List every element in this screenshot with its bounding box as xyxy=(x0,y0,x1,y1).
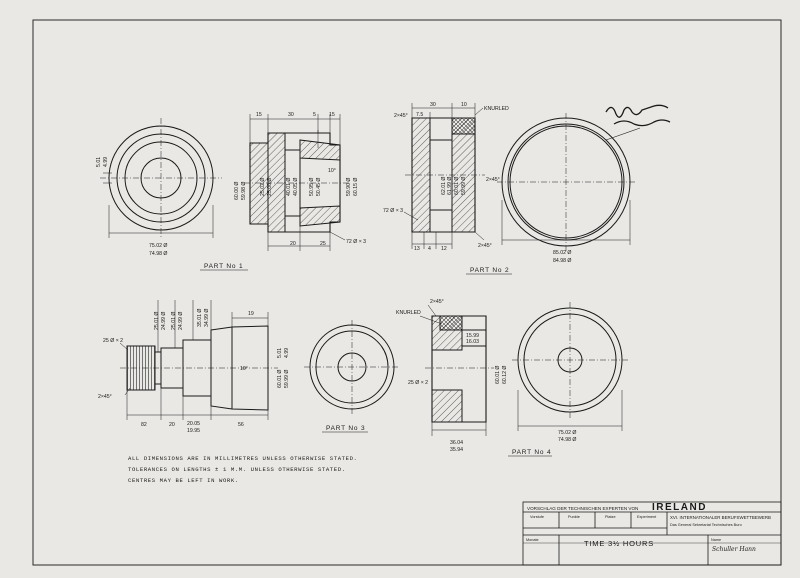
p2-chamfer-a: 2×45° xyxy=(394,113,408,119)
p3-len-82: 82 xyxy=(141,422,147,428)
p1-chamfer: 72 Ø × 3 xyxy=(346,239,366,245)
p3-d25a: 25.01 Ø xyxy=(154,312,160,330)
title-block xyxy=(522,501,782,566)
p3-d60b: 59.99 Ø xyxy=(284,370,290,388)
title-name-label: Name xyxy=(711,538,721,542)
p4-d1599: 15.99 xyxy=(466,333,479,339)
p2-len-12: 12 xyxy=(441,246,447,252)
title-name-value: Schuller Hann xyxy=(712,546,756,553)
p1-d5990: 59.90 Ø xyxy=(346,178,352,196)
p4-dia-bot: 74.98 Ø xyxy=(558,437,576,443)
p3-len-20: 20 xyxy=(169,422,175,428)
p1-d60a: 60.00 Ø xyxy=(234,182,240,200)
p2-d60a: 60.01 Ø xyxy=(454,177,460,195)
p3-d35a: 35.01 Ø xyxy=(197,309,203,327)
title-proposal-line: VORSCHLAG DER TECHNISCHEN EXPERTEN VON xyxy=(527,506,638,511)
p1-hole-b: 4.99 xyxy=(103,157,109,167)
p1-len-15b: 15 xyxy=(329,112,335,118)
p3-len-56: 56 xyxy=(238,422,244,428)
p2-d62a: 62.01 Ø xyxy=(441,177,447,195)
p4-dia-top: 75.02 Ø xyxy=(558,430,576,436)
p2-len-75: 7.5 xyxy=(416,112,423,118)
p1-hole-a: 5.01 xyxy=(96,157,102,167)
p3-d25d: 24.99 Ø xyxy=(178,312,184,330)
p2-len-4: 4 xyxy=(428,246,431,252)
p1-d5095: 50.95 Ø xyxy=(309,178,315,196)
p1-d40a: 40.01 Ø xyxy=(286,178,292,196)
note-tolerances: TOLERANCES ON LENGTHS ± 1 M.M. UNLESS OT… xyxy=(128,466,346,473)
p4-len-a: 36.04 xyxy=(450,440,463,446)
part-2-drawing xyxy=(403,103,641,251)
p1-d5045: 50.45 Ø xyxy=(316,178,322,196)
p1-dia-bot: 74.98 Ø xyxy=(149,251,167,257)
p2-len-30: 30 xyxy=(430,102,436,108)
p4-d60a: 60.01 Ø xyxy=(495,366,501,384)
p2-chamfer-c: 2×45° xyxy=(478,243,492,249)
p4-len-b: 35.94 xyxy=(450,447,463,453)
p1-d6015: 60.15 Ø xyxy=(353,178,359,196)
p3-thread: 25 Ø × 2 xyxy=(103,338,123,344)
title-country: IRELAND xyxy=(652,502,707,513)
p2-knurled: KNURLED xyxy=(484,106,509,112)
title-org-line2: Das General Sekretariat Technisches Buro xyxy=(670,523,742,527)
p1-len-30: 30 xyxy=(288,112,294,118)
p4-d1603: 16.03 xyxy=(466,339,479,345)
part-3-drawing xyxy=(119,300,400,420)
title-row-label: Monate xyxy=(526,538,539,542)
part-4-label: PART No 4 xyxy=(512,449,551,456)
drawing-border xyxy=(32,19,782,566)
title-time: TIME 3½ HOURS xyxy=(584,539,654,548)
part-4-drawing xyxy=(419,302,628,436)
note-centres: CENTRES MAY BE LEFT IN WORK. xyxy=(128,477,239,484)
p2-len-10: 10 xyxy=(461,102,467,108)
p2-d62b: 61.99 Ø xyxy=(447,177,453,195)
p3-d25b: 24.99 Ø xyxy=(161,312,167,330)
p1-len-25: 25 xyxy=(320,241,326,247)
p3-d60a: 60.01 Ø xyxy=(277,370,283,388)
p3-hole-b: 4.99 xyxy=(284,348,290,358)
part-3-label: PART No 3 xyxy=(326,425,365,432)
p3-d35b: 34.99 Ø xyxy=(204,309,210,327)
p4-d60b: 60.12 Ø xyxy=(502,366,508,384)
p3-len-19: 19 xyxy=(248,311,254,317)
p4-knurled: KNURLED xyxy=(396,310,421,316)
p1-taper: 10° xyxy=(328,168,336,174)
p1-d60b: 59.98 Ø xyxy=(241,182,247,200)
p1-d25b: 25.00 Ø xyxy=(267,178,273,196)
p3-taper: 10° xyxy=(240,366,248,372)
p3-chamfer: 2×45° xyxy=(98,394,112,400)
title-col-3: Platze xyxy=(605,515,616,519)
title-col-4: Experiment xyxy=(637,515,657,519)
p1-d40b: 40.05 Ø xyxy=(293,178,299,196)
title-org-line1: XVI. INTERNATIONALER BERUFSWETTBEWERB xyxy=(670,515,771,520)
p2-chamfer-d: 2×45° xyxy=(486,177,500,183)
p2-len-13: 13 xyxy=(414,246,420,252)
title-col-2: Punkte xyxy=(568,515,580,519)
p2-chamfer-b: 72 Ø × 3 xyxy=(383,208,403,214)
p1-dia-top: 75.02 Ø xyxy=(149,243,167,249)
p1-len-20: 20 xyxy=(290,241,296,247)
part-1-label: PART No 1 xyxy=(204,263,243,270)
p1-len-15: 15 xyxy=(256,112,262,118)
p1-d25a: 25.02 Ø xyxy=(260,178,266,196)
part-1-drawing xyxy=(100,114,350,251)
handwritten-annotation xyxy=(605,104,671,127)
p2-dia-top: 85.02 Ø xyxy=(553,250,571,256)
part-2-label: PART No 2 xyxy=(470,267,509,274)
title-col-1: Vorstufe xyxy=(530,515,544,519)
p3-len-1995: 19.95 xyxy=(187,428,200,434)
p2-d60b: 59.99 Ø xyxy=(461,177,467,195)
p3-hole-a: 5.01 xyxy=(277,348,283,358)
note-dimensions: ALL DIMENSIONS ARE IN MILLIMETRES UNLESS… xyxy=(128,455,358,462)
p2-dia-bot: 84.98 Ø xyxy=(553,258,571,264)
p4-thread: 25 Ø × 2 xyxy=(408,380,428,386)
p4-chamfer: 2×45° xyxy=(430,299,444,305)
p3-len-2005: 20.05 xyxy=(187,421,200,427)
p1-len-5: 5 xyxy=(313,112,316,118)
p3-d25c: 25.01 Ø xyxy=(171,312,177,330)
